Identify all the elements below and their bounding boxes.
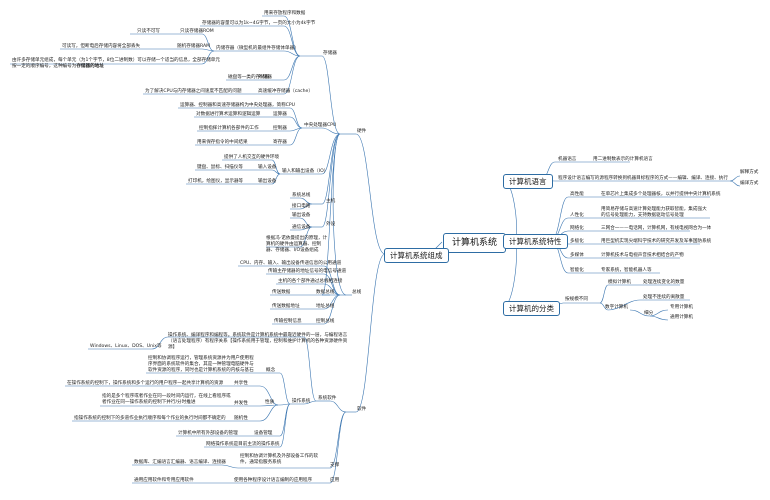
lang-compile[interactable]: 编译方式 [740, 181, 759, 186]
storage[interactable]: 存储器 [323, 51, 337, 56]
root-node[interactable]: 计算机系统 [443, 233, 507, 253]
lang-interp[interactable]: 解释方式 [740, 170, 759, 175]
address-bus-desc: 传送数据地址 [272, 304, 300, 309]
alu[interactable]: 运算器 [273, 112, 287, 117]
device-management-desc: 计算机中所有外部设备的管理 [178, 431, 238, 436]
ram-desc-1: 由许多存储单元组成，每个单元（为1个字节，8位二进制数）可以存储一个适当的信息，… [12, 58, 220, 63]
feat-5-key[interactable]: 多媒体 [570, 253, 584, 258]
peripheral-desc: 根据冯·诺依曼提出的原理，计算机的硬件由运算器、控制器、存储器、I/O设备组成 [266, 236, 328, 253]
node-system-composition[interactable]: 计算机系统组成 [384, 248, 449, 263]
address-bus[interactable]: 地址总线 [316, 304, 335, 309]
os-nature[interactable]: 性质 [265, 400, 275, 405]
lang-machine[interactable]: 机器语言 [558, 157, 577, 162]
peripheral-comm: 通信设备 [292, 225, 311, 230]
application-software[interactable]: 应用 [330, 478, 340, 483]
cls-general[interactable]: 通用计算机 [670, 315, 693, 320]
cache[interactable]: 高速缓冲存储器（cache） [258, 89, 313, 94]
cls-digital-desc: 处理不连续的离散量 [643, 295, 685, 300]
lang-machine-desc: 用二进制数表示的计算机语言 [593, 157, 653, 162]
os-share[interactable]: 共享性 [234, 381, 248, 386]
feat-6-key[interactable]: 智能化 [570, 268, 584, 273]
io-devices[interactable]: 输入和输出设备（IO） [282, 169, 329, 174]
application-desc: 使用各种程序设计语言编制的应用程序 [234, 478, 313, 483]
ram[interactable]: 随机存储器RAM [177, 44, 211, 49]
output-desc: 打印机，绘图仪，显示器等 [188, 179, 244, 184]
node-classification[interactable]: 计算机的分类 [503, 301, 560, 316]
feat-2-key[interactable]: 人性化 [570, 213, 584, 218]
storage-unit: 存储器的容量可以为1k~4G字节，一页的大小为4k字节 [202, 21, 316, 26]
cls-analog-desc: 处理连续变化的数量 [643, 280, 685, 285]
rom-note: 只读不可写 [137, 29, 160, 34]
cache-desc: 为了解决CPU与内存储器之间速度不匹配的问题 [145, 89, 242, 94]
cls-digital[interactable]: 数字计算机 [605, 305, 628, 310]
bus-line-2: 主机的各个部件通过总线相连接 [278, 279, 343, 284]
feat-3-val: 三网合一——电话网，计算机网，有线电视网合为一体 [601, 226, 712, 231]
mainboard[interactable]: 主机 [326, 199, 336, 204]
os-random-desc: 指操作系统的控制下的多道作业执行顺序和每个作业的执行时间都不确定的 [74, 416, 226, 421]
data-bus[interactable]: 数据总线 [316, 290, 335, 295]
cls-scale[interactable]: 按规模不同 [565, 297, 588, 302]
external-storage[interactable]: 外储器 [258, 75, 272, 80]
network-os: 网络操作系统是目前主流的操作系统 [206, 442, 280, 447]
feat-4-val: 用巨型机实现尖端科学技术的研究开发及军事国防系统 [601, 239, 712, 244]
bus-top: CPU、内存、输入、输出设备传递信息的公用通道 [240, 261, 342, 266]
feat-6-val: 专家系统，智能机器人等 [601, 268, 652, 273]
sw-title[interactable]: 软件 [357, 407, 367, 412]
cls-special[interactable]: 专用计算机 [670, 305, 693, 310]
control-bus[interactable]: 控制总线 [316, 319, 335, 324]
peripherals[interactable]: 外设 [326, 222, 336, 227]
input-desc: 键盘、鼠标、扫描仪等 [197, 165, 243, 170]
rom[interactable]: 只读存储器ROM [180, 29, 214, 34]
ram-note: 可读写，但断电后存储内容将全部丢失 [62, 44, 141, 49]
cpu-desc: 运算器、控制器和高速存储器构为中央处理器，简称CPU [180, 103, 295, 108]
os-concurrency[interactable]: 并发性 [234, 401, 248, 406]
feat-2-val: 用简易存储与高速计算处理能力获取智能，集成强大的信号处理能力，支持数据驱动信号处… [601, 207, 707, 218]
output-devices[interactable]: 输出设备 [258, 179, 277, 184]
node-system-features[interactable]: 计算机系统特性 [503, 234, 568, 249]
cls-subdivide[interactable]: 细分 [644, 311, 654, 316]
feat-1-val: 在单芯片上集成多个处理器核，以并行提供中央计算机系统 [601, 192, 721, 197]
os-concept-desc: 控制和协调程序运行，管理系统资源并为用户使用程序界面的系统软件的集合，其是一种管… [148, 356, 254, 373]
os-share-desc: 在操作系统的控制下，操作系统和多个运行的用户程序一起共享计算机的资源 [67, 381, 224, 386]
ram-desc-2: 按一定的顺序编号，这种编号为存储器的地址 [12, 64, 104, 69]
node-computer-language[interactable]: 计算机语言 [503, 174, 553, 189]
register-desc: 用来保存指令的中间结果 [197, 140, 248, 145]
system-software-desc: 操作系统、编译程序和编程等。系统软件是计算机系统中最靠近硬件的一层，与编程语言（… [168, 333, 348, 350]
operating-system[interactable]: 操作系统 [292, 399, 311, 404]
cls-analog[interactable]: 模拟计算机 [608, 280, 631, 285]
input-devices[interactable]: 输入设备 [258, 165, 277, 170]
os-random[interactable]: 随机性 [234, 416, 248, 421]
application-list: 通用应用软件和专用应用软件 [134, 478, 194, 483]
system-software[interactable]: 系统软件 [318, 396, 337, 401]
control-bus-desc: 传输控制信息 [274, 319, 302, 324]
alu-desc: 对数据进行算术运算和逻辑运算 [196, 112, 261, 117]
peripheral-output: 输出设备 [292, 213, 311, 218]
register[interactable]: 寄存器 [273, 140, 287, 145]
internal-storage[interactable]: 内储存器（微型机的最组件存储体单器） [216, 46, 299, 51]
feat-5-val: 计算机技术与电视声音技术相结合的产物 [601, 253, 684, 258]
controller-desc: 控制指挥计算机各部件的工作 [199, 126, 259, 131]
feat-1-key[interactable]: 高性能 [570, 192, 584, 197]
feat-3-key[interactable]: 网络化 [570, 226, 584, 231]
os-list: Windows、Linux、DOS、Unix等 [90, 344, 162, 349]
system-bus: 系统总线 [292, 193, 311, 198]
lang-design: 程序设计语言编写的源程序转换到机器目标程序的方式——编辑、编译、连接、执行 [558, 176, 728, 181]
io-desc: 提供了人机交互的硬件环境 [224, 155, 280, 160]
support-desc: 控制和协调计算机及外部设备工作的软件，通常指服务系统 [240, 454, 319, 465]
cpu[interactable]: 中央处理器CPU [304, 123, 337, 128]
feat-4-key[interactable]: 多极化 [570, 239, 584, 244]
controller[interactable]: 控制器 [273, 126, 287, 131]
device-management[interactable]: 设备管理 [254, 431, 273, 436]
os-concept[interactable]: 概念 [266, 368, 276, 373]
bus[interactable]: 总线 [352, 290, 362, 295]
storage-top: 用来存放程序和数据 [264, 11, 306, 16]
bus-line-1: 传输主存储器的地址信号的电信号通道 [268, 269, 347, 274]
support-software[interactable]: 支撑 [330, 463, 340, 468]
interface-circuit: 接口电路 [292, 204, 311, 209]
support-list: 数据库、汇编语言汇编器、语言编译、连接器 [134, 460, 226, 465]
external-desc: 磁盘等一类的存储器 [228, 75, 270, 80]
os-concurrency-desc: 指的是多个程序或者作业在同一段时间内运行，在线上看程序或者作业在同一操作系统的控… [102, 394, 231, 405]
hw-title[interactable]: 硬件 [357, 129, 367, 134]
data-bus-desc: 传送数据 [272, 290, 291, 295]
